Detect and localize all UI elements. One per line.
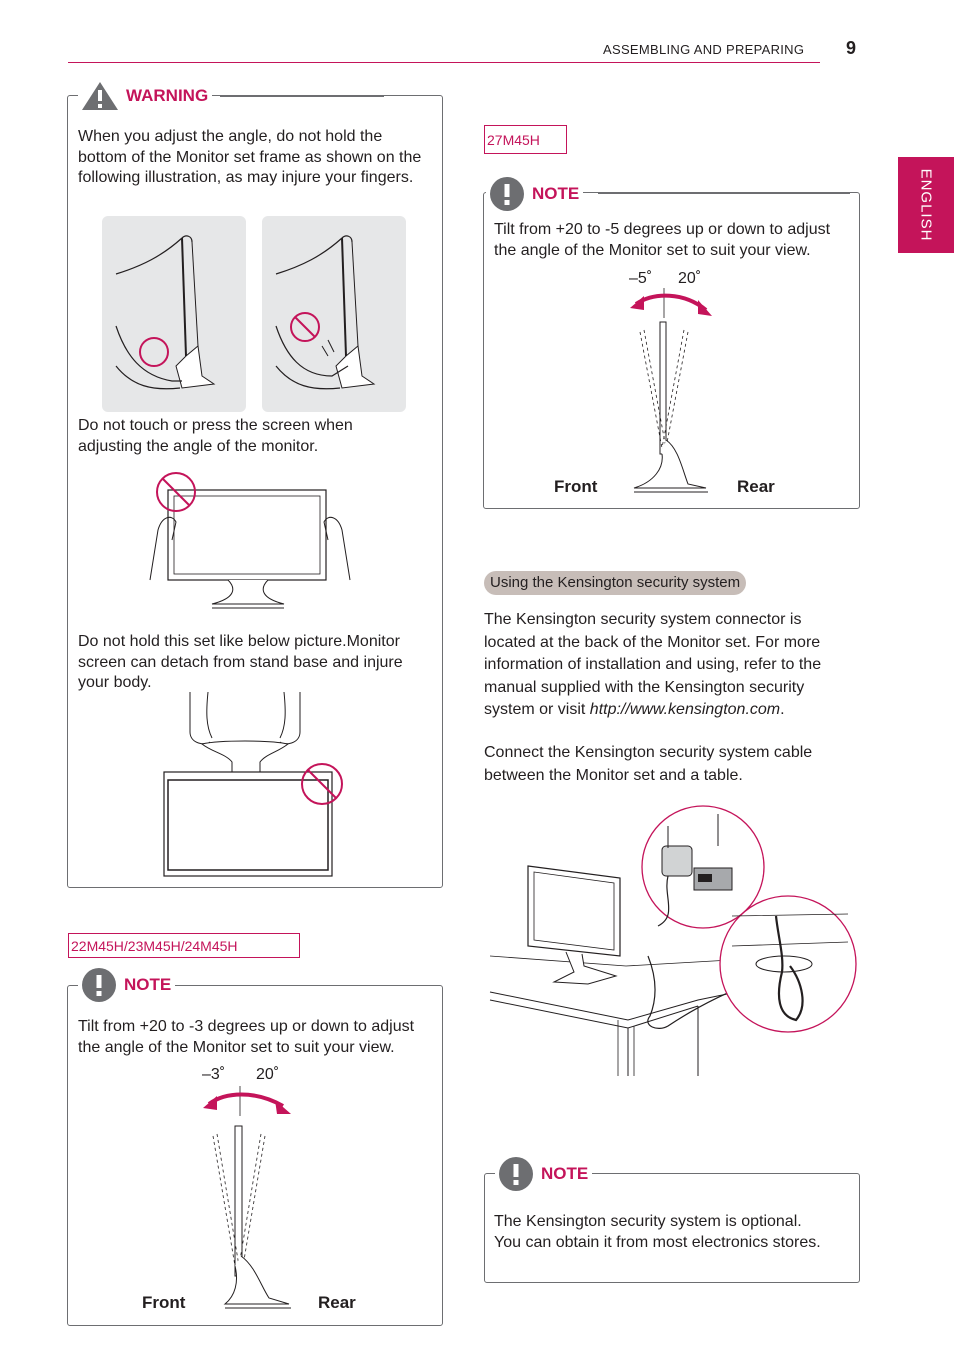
kensington-para-2: Connect the Kensington security system c… — [484, 744, 813, 784]
model-label-22: 22M45H/23M45H/24M45H — [68, 933, 300, 958]
kensington-illustration — [489, 805, 857, 1076]
tilt-diagram-22 — [203, 1086, 291, 1309]
tilt-arrow-icon — [207, 1092, 284, 1108]
warning-icon — [82, 82, 118, 110]
angle-minus-22: –3˚ — [202, 1066, 226, 1083]
warning-header: WARNING — [78, 82, 213, 110]
language-tab: ENGLISH — [898, 157, 954, 253]
kensington-para-1-text: The Kensington security system connector… — [484, 611, 822, 718]
kensington-title: Using the Kensington security system — [484, 571, 747, 595]
note-optional-text-1: The Kensington security system is option… — [494, 1213, 802, 1230]
monitor-held-illustration — [163, 691, 343, 877]
angle-plus-27: 20˚ — [678, 270, 702, 287]
note-label-optional: NOTE — [541, 1164, 589, 1183]
monitor-side-illustration-bad — [275, 235, 376, 390]
ok-circle-icon — [139, 337, 169, 367]
angle-plus-22: 20˚ — [256, 1066, 280, 1083]
front-label-27: Front — [554, 477, 598, 496]
note-icon — [490, 177, 524, 211]
note-header-rule-22 — [184, 985, 434, 986]
note-text-22: Tilt from +20 to -3 degrees up or down t… — [78, 1018, 415, 1056]
kensington-link[interactable]: http://www.kensington.com — [589, 701, 781, 718]
language-tab-label: ENGLISH — [917, 168, 935, 242]
warning-label: WARNING — [126, 86, 209, 105]
section-title: ASSEMBLING AND PREPARING — [603, 42, 805, 57]
page-number: 9 — [846, 38, 857, 58]
monitor-front-hands-illustration — [149, 472, 351, 609]
illustration-hold-bad — [262, 216, 406, 412]
note-text-27: Tilt from +20 to -5 degrees up or down t… — [494, 221, 831, 259]
model-label-27: 27M45H — [484, 125, 567, 154]
note-label-27: NOTE — [532, 184, 580, 203]
angle-minus-27-value: 5˚ — [637, 270, 653, 287]
angle-minus-22-value: 3˚ — [210, 1066, 226, 1083]
tilt-arrow-icon — [634, 293, 708, 312]
illustration-hold-ok — [102, 216, 246, 412]
warning-text-3: Do not hold this set like below picture.… — [78, 633, 403, 691]
rear-label-27: Rear — [737, 477, 775, 496]
note-header-optional: NOTE — [495, 1157, 593, 1191]
note-header-rule-27 — [598, 193, 850, 194]
prohibited-icon — [156, 472, 196, 512]
warning-header-rule — [220, 96, 384, 97]
monitor-side-illustration — [115, 235, 216, 390]
note-optional-text-2: You can obtain it from most electronics … — [494, 1234, 821, 1251]
note-header-27: NOTE — [486, 177, 584, 211]
prohibited-icon — [301, 763, 343, 805]
rear-label-22: Rear — [318, 1293, 356, 1312]
tilt-diagram-27 — [630, 288, 712, 493]
kensington-para-1: The Kensington security system connector… — [484, 609, 844, 722]
header-rule — [68, 62, 820, 63]
warning-text-2: Do not touch or press the screen when ad… — [78, 417, 353, 455]
note-icon — [499, 1157, 533, 1191]
warning-box — [67, 95, 443, 888]
warning-text-1: When you adjust the angle, do not hold t… — [78, 128, 422, 186]
prohibited-icon — [290, 312, 320, 342]
front-label-22: Front — [142, 1293, 186, 1312]
note-header-rule-optional — [600, 1173, 852, 1174]
kensington-para-1-end: . — [780, 701, 785, 718]
note-label-22: NOTE — [124, 975, 172, 994]
note-header-22: NOTE — [78, 968, 176, 1002]
note-box-27 — [483, 192, 860, 509]
angle-minus-27: –5˚ — [629, 270, 653, 287]
note-icon — [82, 968, 116, 1002]
